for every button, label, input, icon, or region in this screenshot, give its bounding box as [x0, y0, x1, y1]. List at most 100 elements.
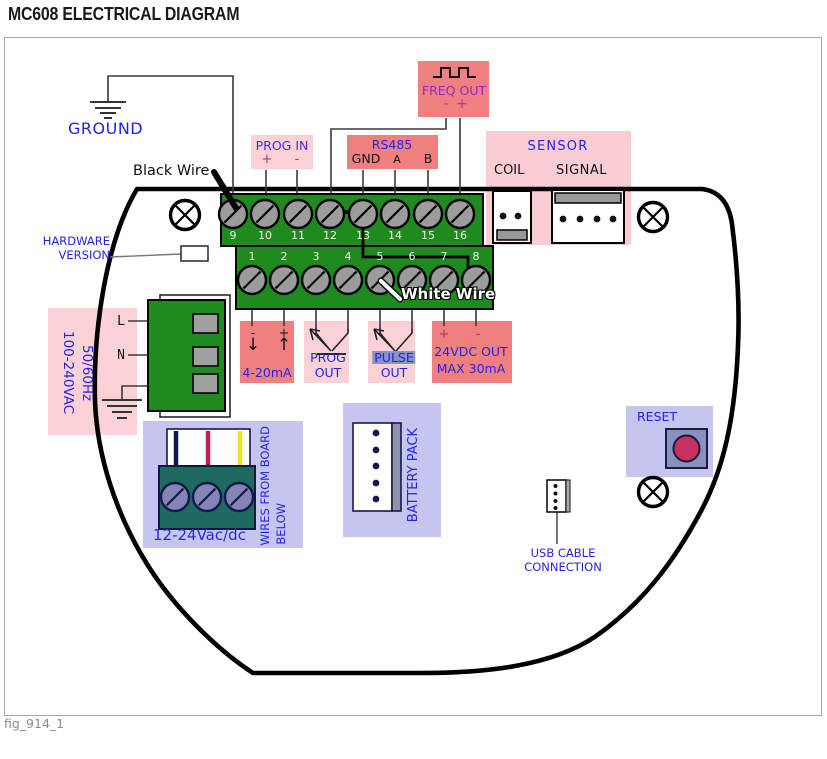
mains-ground-symbol	[102, 399, 142, 419]
signal-connector-strip	[554, 192, 622, 204]
hardware-version-line1: HARDWARE	[42, 234, 110, 248]
jumper-wire-13-to-8	[361, 227, 470, 268]
mains-voltage: 100-240VAC	[60, 331, 76, 415]
black-wire-label: Black Wire	[133, 163, 210, 179]
terminal-number: 5	[376, 250, 384, 263]
mains-terminal-gnd	[192, 373, 219, 394]
prog-in-minus: -	[294, 152, 300, 167]
terminal-15-screw	[412, 198, 444, 230]
terminal-number: 11	[291, 229, 305, 242]
diagram-frame	[4, 37, 822, 716]
figure-caption: fig_914_1	[4, 716, 65, 731]
terminal-4-screw	[332, 264, 364, 296]
terminal-number: 10	[258, 229, 272, 242]
vdc-out-box	[432, 321, 512, 383]
prog-out-line2: OUT	[314, 365, 342, 380]
top-terminal-wires	[265, 118, 461, 200]
terminal-1-screw	[236, 264, 268, 296]
pulse-out-line1: PULSE	[372, 350, 416, 365]
freq-out-label: FREQ OUT	[421, 83, 487, 98]
terminal-14-screw	[379, 198, 411, 230]
lv-screw-2	[191, 481, 223, 513]
terminal-11-screw	[282, 198, 314, 230]
ground-wire	[107, 75, 234, 203]
rs485-b: B	[423, 151, 433, 166]
terminal-number: 9	[229, 229, 237, 242]
coil-pin-1	[499, 212, 507, 220]
mount-screw-bottom-icon	[636, 475, 670, 509]
white-wire-label: White Wire	[401, 285, 496, 303]
mains-line-label: L	[117, 314, 125, 329]
pulse-out-line2: OUT	[380, 365, 408, 380]
mains-terminal-l	[192, 313, 219, 334]
mains-terminal-n	[192, 346, 219, 367]
terminal-number: 2	[280, 250, 288, 263]
page-title: MC608 ELECTRICAL DIAGRAM	[8, 4, 240, 24]
coil-connector-strip	[496, 229, 528, 241]
usb-connector-strip	[565, 479, 571, 513]
terminal-number: 13	[356, 229, 370, 242]
lv-screw-1	[159, 481, 191, 513]
terminal-number: 6	[408, 250, 416, 263]
lv-screw-3	[223, 481, 255, 513]
usb-label-line1: USB CABLE	[530, 546, 596, 560]
hardware-version-line2: VERSION	[58, 248, 110, 262]
arrow-up-icon: ↑	[276, 335, 292, 355]
wires-from-board-note: WIRES FROM BOARD BELOW	[258, 423, 288, 545]
terminal-10-screw	[249, 198, 281, 230]
arrow-down-icon: ↓	[245, 335, 261, 355]
prog-in-label: PROG IN	[255, 138, 309, 153]
rs485-a: A	[393, 153, 401, 166]
terminal-number: 3	[312, 250, 320, 263]
terminal-number: 1	[248, 250, 256, 263]
enclosure-outline	[92, 186, 741, 676]
terminal-number: 14	[388, 229, 402, 242]
battery-connector-pins	[372, 429, 380, 503]
battery-label: BATTERY PACK	[406, 427, 421, 523]
battery-connector-strip	[391, 422, 402, 512]
usb-label: USB CABLE CONNECTION	[524, 546, 602, 574]
white-wire	[379, 279, 402, 301]
prog-in-box	[251, 135, 313, 169]
terminal-number: 7	[440, 250, 448, 263]
current-output-label: 4-20mA	[242, 365, 292, 380]
wires-note-line1: WIRES FROM BOARD	[258, 425, 272, 545]
mount-screw-right-icon	[636, 200, 670, 234]
freq-out-plus: +	[456, 96, 468, 112]
terminal-number: 15	[421, 229, 435, 242]
current-output-plus: +	[278, 326, 290, 341]
low-voltage-label: 12-24Vac/dc	[153, 526, 246, 544]
ground-symbol	[90, 101, 126, 119]
terminal-16-screw	[444, 198, 476, 230]
usb-label-line2: CONNECTION	[524, 560, 602, 574]
wires-note-line2: BELOW	[274, 503, 288, 545]
current-output-minus: -	[250, 326, 256, 341]
hardware-version-label: HARDWARE VERSION	[30, 234, 110, 262]
terminal-number: 8	[472, 250, 480, 263]
terminal-3-screw	[300, 264, 332, 296]
vdc-out-line1: 24VDC OUT	[434, 344, 508, 359]
square-wave-icon	[433, 67, 476, 78]
sensor-coil-label: COIL	[494, 163, 525, 178]
signal-connector-pins	[559, 215, 617, 223]
prog-out-line1: PROG	[310, 350, 346, 365]
sensor-signal-label: SIGNAL	[556, 163, 608, 178]
rs485-label: RS485	[371, 137, 413, 152]
hardware-version-pointer	[109, 253, 182, 258]
terminal-13-screw	[347, 198, 379, 230]
vdc-out-plus: +	[438, 327, 450, 342]
current-output-box	[240, 321, 294, 383]
bottom-terminal-wires	[251, 309, 477, 328]
reset-button[interactable]	[672, 434, 701, 463]
freq-out-box	[418, 61, 489, 117]
vdc-out-line2: MAX 30mA	[436, 361, 506, 376]
rs485-gnd: GND	[351, 151, 381, 166]
terminal-number: 4	[344, 250, 352, 263]
mains-neutral-label: N	[117, 348, 125, 363]
usb-connector-pins	[553, 484, 558, 510]
ground-label: GROUND	[68, 119, 144, 138]
sensor-label: SENSOR	[527, 139, 589, 154]
black-wire	[211, 169, 239, 211]
